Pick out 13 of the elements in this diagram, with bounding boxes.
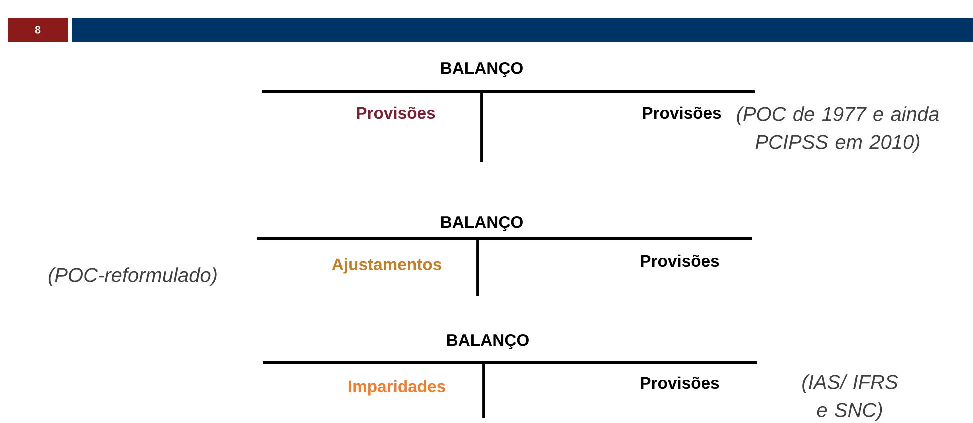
- page-number-tab: 8: [8, 18, 68, 42]
- note: (IAS/ IFRS e SNC): [802, 374, 898, 422]
- credit-label: Provisões: [641, 376, 720, 390]
- note: (POC de 1977 e ainda PCIPSS em 2010): [737, 106, 939, 154]
- debit-label: Imparidades: [349, 380, 446, 396]
- account-title: BALANÇO: [441, 62, 523, 78]
- credit-label: Provisões: [643, 106, 722, 120]
- account-title: BALANÇO: [447, 334, 529, 350]
- account-title: BALANÇO: [441, 216, 523, 232]
- credit-label: Provisões: [641, 254, 720, 268]
- debit-label: Provisões: [357, 106, 436, 120]
- note: (POC-reformulado): [48, 268, 217, 286]
- debit-label: Ajustamentos: [332, 258, 442, 274]
